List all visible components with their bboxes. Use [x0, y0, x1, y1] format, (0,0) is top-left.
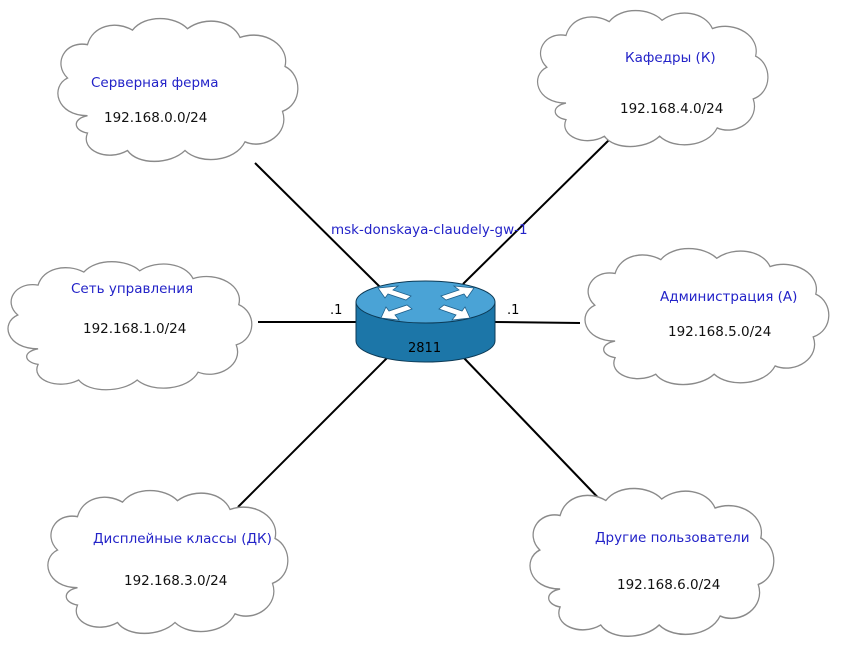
- cloud-icon: [529, 487, 775, 637]
- cloud-icon: [584, 247, 830, 386]
- network-subnet: 192.168.5.0/24: [668, 324, 771, 340]
- link-display-classes: [237, 356, 389, 508]
- cloud-icon: [536, 9, 769, 148]
- cloud-display-classes: [47, 489, 289, 635]
- network-subnet: 192.168.4.0/24: [620, 101, 723, 117]
- router: 2811: [355, 280, 496, 363]
- network-title: Сеть управления: [71, 281, 193, 297]
- link-departments: [462, 136, 613, 285]
- cloud-other-users: [529, 487, 775, 637]
- links: [237, 136, 613, 508]
- link-other-users: [462, 356, 608, 508]
- network-title: Администрация (А): [660, 289, 797, 305]
- cloud-departments: [536, 9, 769, 148]
- network-subnet: 192.168.1.0/24: [83, 321, 186, 337]
- network-title: Другие пользователи: [595, 530, 749, 546]
- interface-right-label: .1: [507, 303, 519, 318]
- link-administration: [494, 321, 581, 324]
- network-subnet: 192.168.3.0/24: [124, 573, 227, 589]
- router-model: 2811: [408, 341, 441, 356]
- network-title: Серверная ферма: [91, 75, 219, 91]
- router-top: [355, 280, 496, 324]
- cloud-administration: [584, 247, 830, 386]
- router-hostname: msk-donskaya-claudely-gw-1: [331, 222, 528, 238]
- router-arrows-icon: [377, 285, 475, 321]
- interface-left-label: .1: [330, 303, 342, 318]
- network-title: Дисплейные классы (ДК): [93, 531, 272, 547]
- link-server-farm: [254, 162, 381, 288]
- network-title: Кафедры (К): [625, 50, 716, 66]
- network-subnet: 192.168.0.0/24: [104, 110, 207, 126]
- network-subnet: 192.168.6.0/24: [617, 577, 720, 593]
- cloud-icon: [47, 489, 289, 635]
